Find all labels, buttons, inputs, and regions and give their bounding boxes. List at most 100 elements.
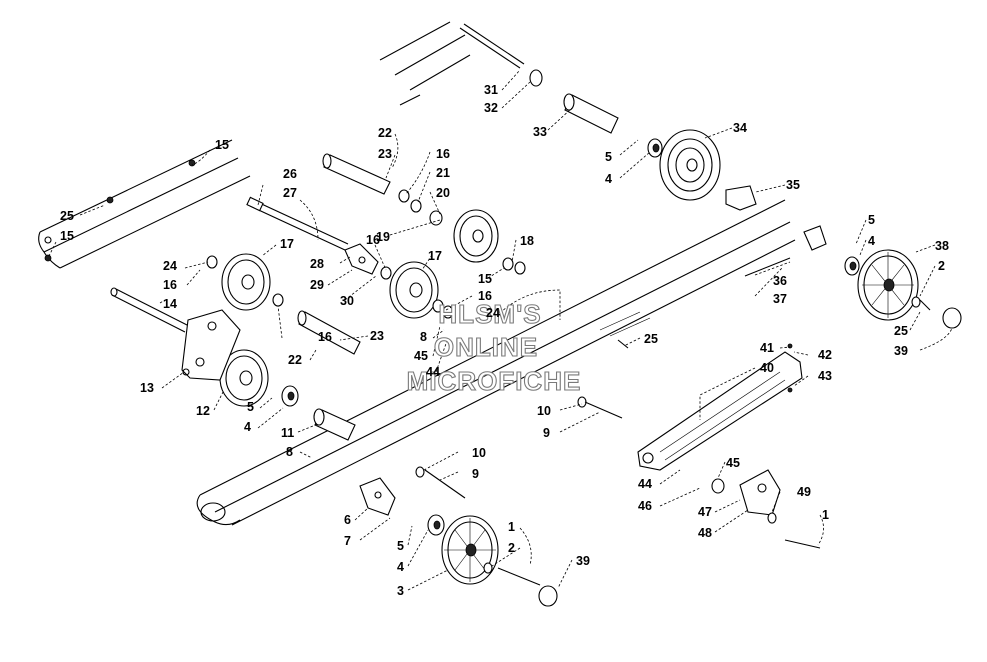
callout-label: 36 — [773, 274, 787, 288]
callout-label: 48 — [698, 526, 712, 540]
callout-label: 38 — [935, 239, 949, 253]
callout-label: 18 — [520, 234, 534, 248]
watermark-line-3: MICROFICHE — [407, 366, 582, 396]
callout-label: 4 — [244, 420, 251, 434]
callout-label: 4 — [397, 560, 404, 574]
washers-group — [206, 69, 921, 574]
callout-label: 39 — [894, 344, 908, 358]
wheel-3 — [441, 515, 499, 585]
idler-wheel-19 — [453, 209, 499, 263]
callout-labels: 15 25 15 24 16 14 26 27 28 29 30 16 17 1… — [60, 83, 949, 598]
idler-wheel-17-left — [221, 253, 271, 311]
callout-label: 37 — [773, 292, 787, 306]
callout-label: 16 — [366, 233, 380, 247]
callout-label: 8 — [286, 445, 293, 459]
callout-label: 29 — [310, 278, 324, 292]
callout-label: 9 — [472, 467, 479, 481]
bolts-group — [44, 159, 931, 586]
bracket-6 — [359, 477, 396, 516]
callout-label: 15 — [478, 272, 492, 286]
callout-label: 5 — [247, 400, 254, 414]
callout-label: 17 — [428, 249, 442, 263]
callout-label: 44 — [426, 365, 440, 379]
spacer-tube-33 — [563, 93, 619, 134]
wheel-34 — [659, 129, 721, 201]
callout-label: 19 — [376, 230, 390, 244]
callout-label: 16 — [478, 289, 492, 303]
callout-label: 22 — [288, 353, 302, 367]
caps-39 — [538, 307, 962, 607]
shaft-31 — [459, 23, 525, 69]
idler-wheel-17-center — [389, 261, 439, 319]
bracket-47-48 — [739, 469, 781, 516]
callout-label: 40 — [760, 361, 774, 375]
callout-label: 2 — [938, 259, 945, 273]
hub-35-right — [803, 225, 827, 251]
block-35 — [725, 185, 757, 211]
callout-label: 7 — [344, 534, 351, 548]
leader-lines — [47, 69, 953, 591]
callout-label: 1 — [508, 520, 515, 534]
callout-label: 17 — [280, 237, 294, 251]
right-slide-rail — [196, 199, 796, 526]
callout-label: 35 — [786, 178, 800, 192]
callout-label: 5 — [605, 150, 612, 164]
callout-label: 47 — [698, 505, 712, 519]
callout-label: 23 — [378, 147, 392, 161]
callout-label: 16 — [436, 147, 450, 161]
spacer-tube-22-upper — [322, 153, 391, 195]
callout-label: 10 — [472, 446, 486, 460]
rear-arm-frame — [379, 21, 471, 106]
callout-label: 24 — [486, 306, 500, 320]
bracket-13 — [181, 309, 241, 381]
callout-label: 46 — [638, 499, 652, 513]
callout-label: 26 — [283, 167, 297, 181]
callout-label: 32 — [484, 101, 498, 115]
callout-label: 13 — [140, 381, 154, 395]
callout-label: 31 — [484, 83, 498, 97]
wheel-38 — [857, 249, 919, 321]
watermark-line-1: HLSM'S — [438, 299, 541, 329]
callout-label: 10 — [537, 404, 551, 418]
callout-label: 49 — [797, 485, 811, 499]
callout-label: 4 — [868, 234, 875, 248]
callout-label: 44 — [638, 477, 652, 491]
shaft-14 — [110, 287, 190, 333]
callout-label: 43 — [818, 369, 832, 383]
callout-label: 8 — [420, 330, 427, 344]
callout-label: 42 — [818, 348, 832, 362]
callout-label: 25 — [644, 332, 658, 346]
callout-label: 20 — [436, 186, 450, 200]
callout-label: 23 — [370, 329, 384, 343]
shaft-26-27 — [246, 196, 349, 251]
arm-40-41 — [637, 343, 803, 471]
callout-label: 5 — [397, 539, 404, 553]
callout-label: 5 — [868, 213, 875, 227]
callout-label: 25 — [894, 324, 908, 338]
left-slide-rail — [38, 139, 251, 269]
callout-label: 33 — [533, 125, 547, 139]
bearing-4-left — [281, 385, 299, 407]
callout-label: 22 — [378, 126, 392, 140]
callout-label: 3 — [397, 584, 404, 598]
callout-label: 4 — [605, 172, 612, 186]
callout-label: 27 — [283, 186, 297, 200]
bearing-4-bottom — [427, 514, 445, 536]
callout-label: 16 — [318, 330, 332, 344]
callout-label: 45 — [726, 456, 740, 470]
watermark-line-2: ONLINE — [434, 332, 538, 362]
callout-label: 25 — [60, 209, 74, 223]
bracket-28 — [344, 243, 379, 275]
callout-label: 2 — [508, 541, 515, 555]
callout-label: 11 — [281, 426, 294, 440]
watermark: HLSM'S ONLINE MICROFICHE — [406, 298, 582, 396]
callout-label: 9 — [543, 426, 550, 440]
callout-label: 21 — [436, 166, 450, 180]
callout-label: 14 — [163, 297, 177, 311]
spacer-tube-11 — [313, 408, 356, 441]
callout-label: 16 — [163, 278, 177, 292]
bearing-4-top — [647, 138, 663, 158]
callout-label: 39 — [576, 554, 590, 568]
callout-label: 15 — [60, 229, 74, 243]
